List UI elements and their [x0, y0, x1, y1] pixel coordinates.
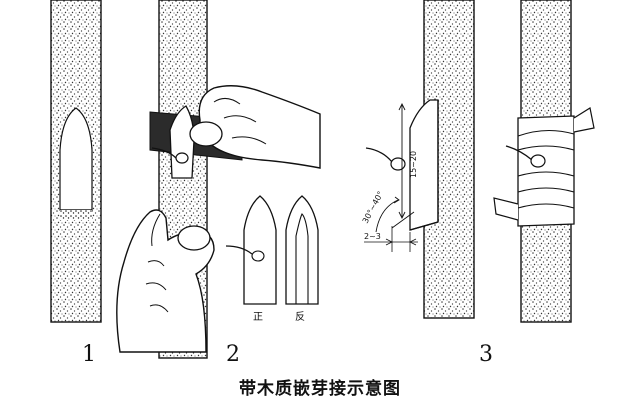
wrapping-band: [517, 115, 575, 227]
cut-lip: [60, 210, 92, 220]
bud-cut-wound: [59, 107, 93, 211]
depth-label: 2~3: [364, 232, 381, 241]
step3-inserted-bud: 15~20 30°~40° 2~3: [361, 0, 475, 319]
bud-shield-front: [243, 195, 277, 305]
angle-label: 30°~40°: [361, 190, 385, 225]
length-label: 15~20: [409, 151, 418, 178]
step-label-3: 3: [479, 342, 493, 367]
bud-icon: [175, 152, 189, 164]
petiole-icon: [151, 147, 177, 159]
wedge-cut: [409, 221, 439, 231]
front-petiole-icon: [225, 245, 253, 255]
front-bud-icon: [251, 250, 265, 262]
inserted-bud-icon: [390, 157, 406, 171]
band-end-top: [573, 107, 595, 133]
front-label: 正: [253, 312, 263, 323]
step3-tied-graft: [493, 0, 595, 323]
inserted-petiole-icon: [365, 147, 393, 163]
back-label: 反: [295, 311, 305, 323]
tied-petiole-icon: [505, 145, 533, 161]
wood-core-outline: [295, 213, 309, 304]
inserted-shield: [409, 99, 439, 231]
upper-hand-icon: [198, 85, 321, 169]
bud-shield-detail: 正 反: [225, 195, 319, 323]
step1-rootstock: [50, 0, 102, 323]
tied-bud-icon: [530, 154, 546, 168]
band-end-bottom: [493, 197, 519, 221]
lower-thumb-icon: [177, 225, 211, 251]
angle-arc: [375, 199, 399, 233]
step-label-2: 2: [226, 342, 240, 367]
bud-shield-back: [285, 195, 319, 305]
step2-cutting-bud: [116, 0, 321, 359]
figure-caption: 带木质嵌芽接示意图: [239, 379, 401, 399]
upper-thumb-icon: [189, 121, 223, 147]
step-label-1: 1: [82, 342, 96, 367]
